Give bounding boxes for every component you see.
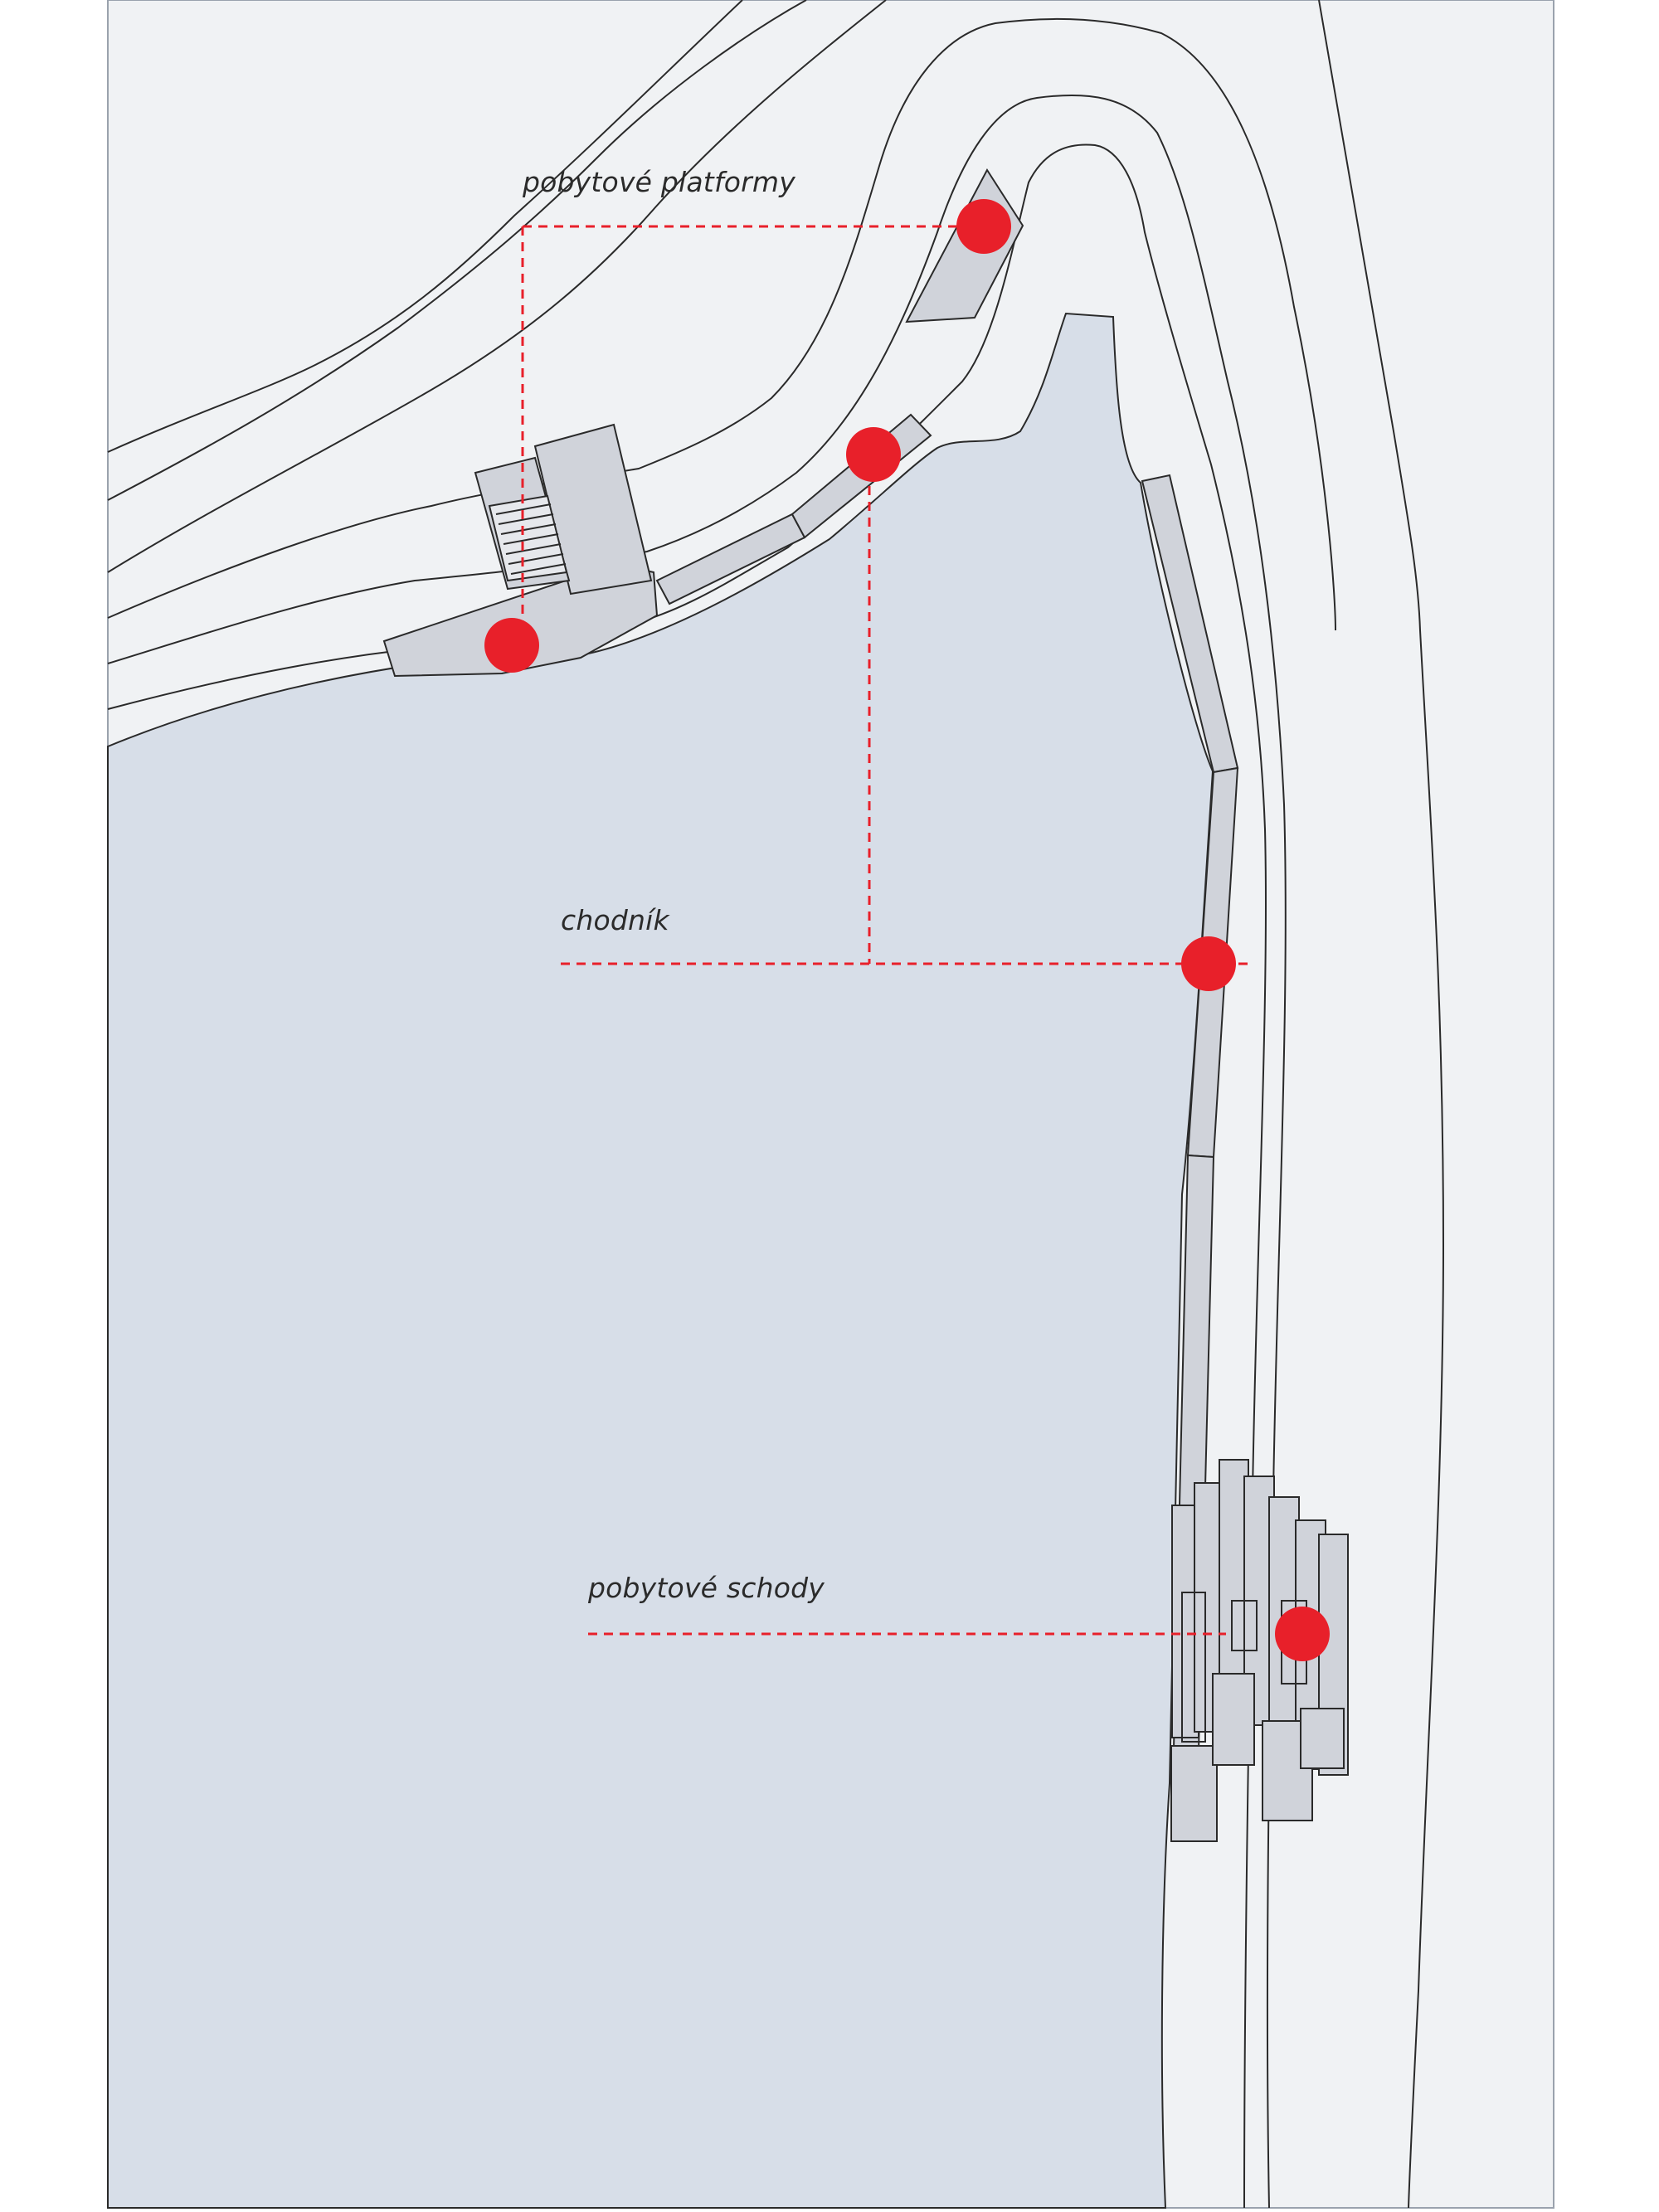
leader-lines [521, 225, 1248, 1636]
location-markers [484, 199, 1330, 1661]
seating-stairs [1170, 1459, 1349, 1842]
stair-step [1231, 1600, 1258, 1651]
stair-step [1170, 1745, 1218, 1842]
label-walkway: chodník [561, 904, 669, 936]
platform-stair-treads [495, 503, 567, 575]
stair-step [1181, 1592, 1206, 1743]
marker-platform-lower [484, 618, 539, 673]
stair-step [1300, 1708, 1345, 1769]
stair-step [1212, 1673, 1255, 1766]
label-stairs: pobytové schody [588, 1572, 825, 1604]
label-platforms: pobytové platformy [523, 166, 795, 198]
marker-walkway-upper [846, 427, 901, 482]
marker-walkway-right [1181, 936, 1236, 991]
marker-platform-upper [956, 199, 1011, 254]
marker-stairs [1275, 1607, 1330, 1661]
platform-stair-tread-area [488, 494, 568, 582]
